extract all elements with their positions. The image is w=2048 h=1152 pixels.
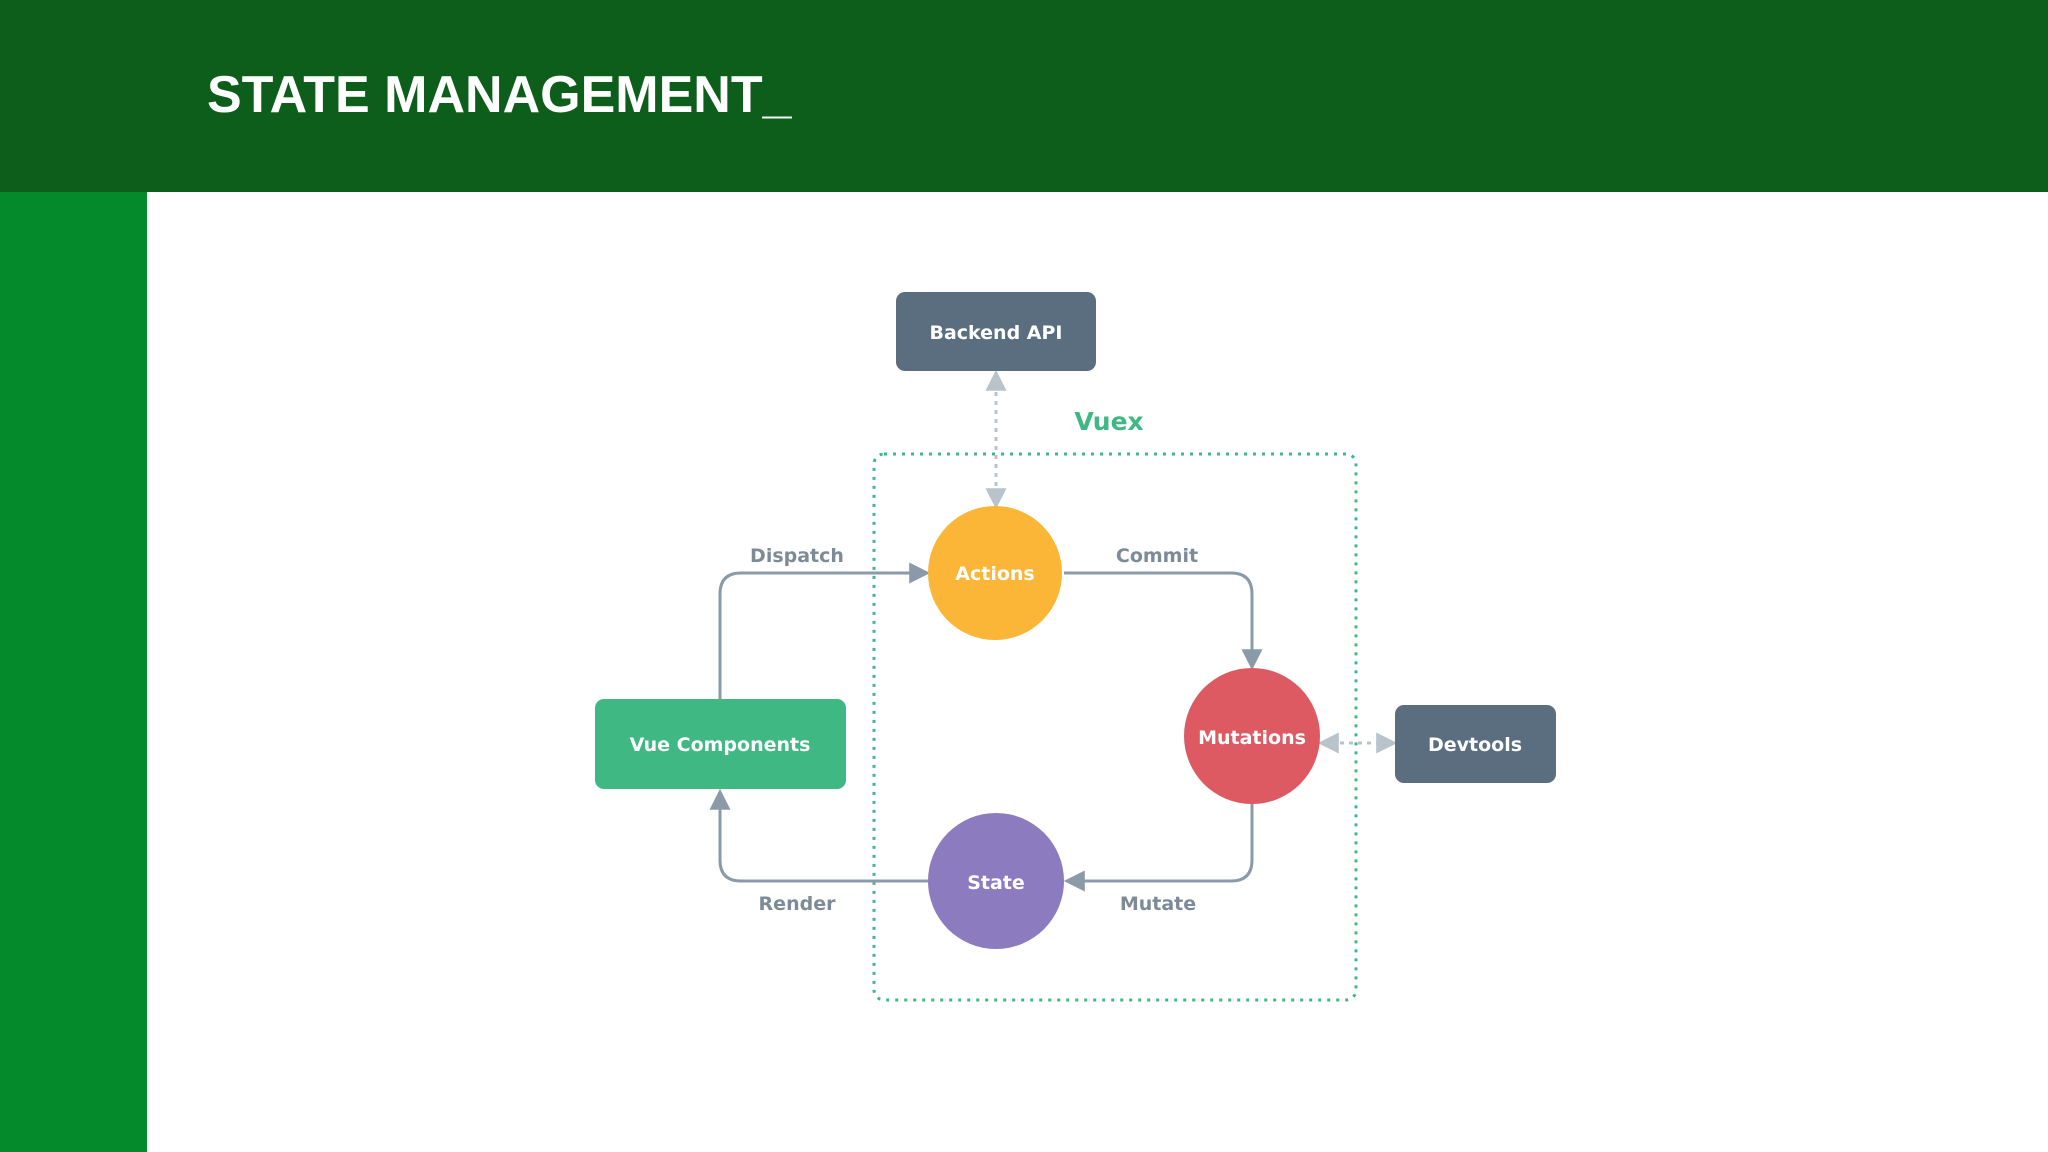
side-accent-bar xyxy=(0,192,147,1152)
actions-label: Actions xyxy=(955,563,1034,585)
vue-components-node: Vue Components xyxy=(595,699,846,789)
vue-components-label: Vue Components xyxy=(630,734,811,756)
state-circle xyxy=(928,813,1064,949)
backend-api-label: Backend API xyxy=(929,322,1062,344)
mutations-label: Mutations xyxy=(1198,727,1306,749)
backend-api-node: Backend API xyxy=(896,292,1096,371)
vue-components-box xyxy=(595,699,846,789)
commit-arrow xyxy=(1064,571,1263,671)
mutate-label: Mutate xyxy=(1120,893,1196,915)
render-label: Render xyxy=(759,893,837,915)
render-arrow xyxy=(709,788,928,883)
devtools-node: Devtools xyxy=(1395,705,1556,783)
header-bar: STATE MANAGEMENT_ xyxy=(0,0,2048,192)
slide-title: STATE MANAGEMENT_ xyxy=(207,66,792,124)
state-node: State xyxy=(928,813,1064,949)
mutations-node: Mutations xyxy=(1184,668,1320,804)
commit-label: Commit xyxy=(1116,545,1198,567)
actions-circle xyxy=(928,506,1062,640)
vuex-boundary xyxy=(872,452,1358,1002)
devtools-box xyxy=(1395,705,1556,783)
devtools-label: Devtools xyxy=(1428,734,1522,756)
state-label: State xyxy=(967,872,1025,894)
mutations-circle xyxy=(1184,668,1320,804)
mutate-arrow xyxy=(1063,804,1254,892)
backend-api-box xyxy=(896,292,1096,371)
dispatch-label: Dispatch xyxy=(750,545,844,567)
vuex-label: Vuex xyxy=(1074,407,1143,436)
actions-node: Actions xyxy=(928,506,1062,640)
dispatch-arrow xyxy=(718,562,931,699)
